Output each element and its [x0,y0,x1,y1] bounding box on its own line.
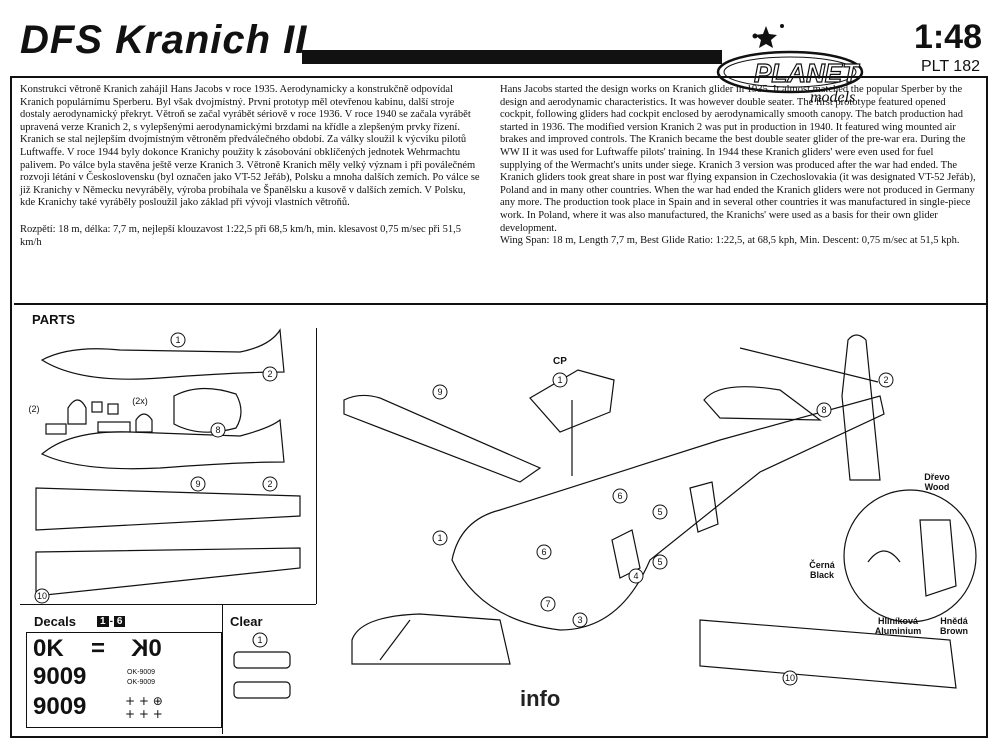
parts-heading: PARTS [32,312,76,327]
decal-crosses: + + ⊕+ + + [125,694,163,721]
czech-description: Konstrukci větroně Kranich zahájil Hans … [20,84,480,249]
color-wood-cz: Dřevo [924,472,950,482]
decal-range-start: 1 [97,616,109,627]
color-black-en: Black [809,570,835,580]
parts-panel [20,328,317,604]
color-brown-en: Brown [940,626,968,636]
czech-specs-text: Rozpětí: 18 m, délka: 7,7 m, nejlepší kl… [20,223,461,248]
title-underline-bar [302,50,722,64]
decal-sheet: 0K = 0K 9009 OK-9009 OK-9009 9009 + + ⊕+… [26,632,222,728]
decals-clear-panel [20,604,316,735]
kit-scale: 1:48 [913,18,982,56]
color-brown-cz: Hnědá [940,616,968,626]
clear-heading: Clear [230,614,263,629]
color-wood-label: Dřevo Wood [912,472,962,492]
decal-reg-top-right: 0K [131,635,162,662]
decal-reg-small-2: OK-9009 [127,679,156,686]
decal-range: 1-6 [96,616,126,627]
page-title: DFS Kranich II [20,18,308,62]
color-black-cz: Černá [809,560,835,570]
logo-main-text: PLANET [754,58,860,88]
decal-reg-mid: 9009 [33,663,87,690]
logo-sub-text: models [810,89,855,106]
color-aluminium-label: Hliníková Aluminium [868,616,928,636]
decal-dash: = [91,635,106,662]
planet-models-logo: PLANET models [716,24,864,106]
color-brown-label: Hnědá Brown [930,616,978,636]
clear-divider [222,604,223,734]
decal-reg-small-1: OK-9009 [127,669,156,676]
decal-range-end: 6 [113,616,126,627]
section-divider [14,303,986,305]
decal-reg-bottom: 9009 [33,693,87,720]
decals-heading: Decals [34,614,76,629]
color-wood-en: Wood [924,482,950,492]
english-history-text: Hans Jacobs started the design works on … [500,84,976,234]
color-aluminium-cz: Hliníková [877,616,918,626]
color-aluminium-en: Aluminium [874,626,922,636]
color-black-label: Černá Black [798,560,846,580]
czech-history-text: Konstrukci větroně Kranich zahájil Hans … [20,84,480,209]
content-frame [10,76,988,738]
decal-reg-top-left: 0K [33,635,64,662]
english-description: Hans Jacobs started the design works on … [500,84,976,248]
product-code: PLT 182 [920,58,980,75]
info-watermark: info [520,686,561,711]
english-specs-text: Wing Span: 18 m, Length 7,7 m, Best Glid… [500,235,960,247]
